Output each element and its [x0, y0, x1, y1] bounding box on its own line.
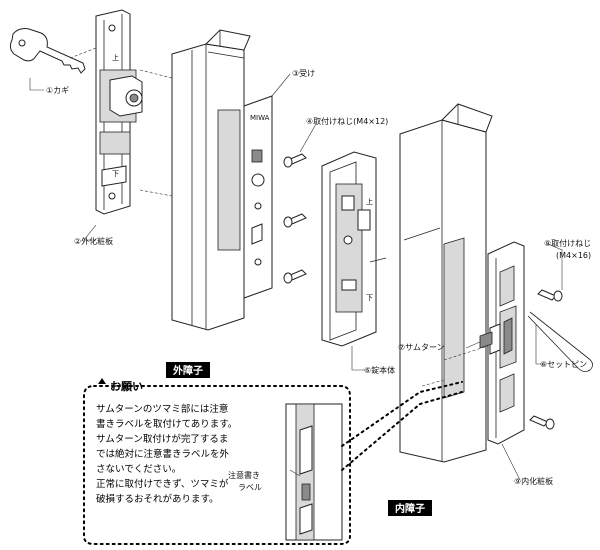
mark-up-lock: 上	[366, 197, 373, 206]
screw-m4x16-leader	[547, 243, 563, 290]
label-screw-m4x16-b: (M4×16)	[556, 251, 591, 260]
mark-down-outer: 下	[112, 170, 119, 178]
label-set-pin: ⑥セットピン	[540, 360, 587, 369]
inner-stile	[399, 103, 493, 463]
tag-outer: 外障子	[166, 362, 210, 378]
outer-plate-leader	[83, 224, 97, 241]
inner-plate-leader	[501, 443, 521, 481]
key-leader	[29, 78, 44, 91]
label-screw-m4x16-a: ⑧取付けねじ	[544, 238, 591, 248]
mark-up-outer: 上	[112, 53, 119, 62]
inner-plate	[487, 241, 525, 445]
strike-plate: MIWA	[243, 95, 273, 299]
notice-line-0: サムターンのツマミ部には注意	[96, 403, 228, 415]
caution-label-leader	[289, 469, 301, 477]
label-inner-plate: ⑨内化粧板	[514, 476, 553, 486]
label-caution-b: ラベル	[238, 483, 262, 492]
tag-outer-text: 外障子	[172, 364, 203, 377]
label-thumb-turn: ⑦サムターン	[398, 343, 445, 352]
label-lock-body: ⑤錠本体	[364, 365, 395, 375]
screw-leader	[299, 123, 317, 153]
tag-inner: 内障子	[388, 500, 432, 516]
key	[9, 28, 86, 74]
thumb-turn-leader	[465, 341, 481, 349]
notice-callout	[341, 381, 463, 447]
label-outer-plate: ②外化粧板	[74, 236, 113, 246]
screws-m4x12	[283, 153, 307, 284]
outer-stile	[171, 29, 251, 331]
notice-title: お願い	[110, 380, 143, 393]
brand-mark: MIWA	[250, 114, 270, 122]
label-screw-m4x12: ④取付けねじ(M4×12)	[306, 116, 388, 126]
notice-line-1: 書きラベルを取付けてあります。	[96, 418, 237, 430]
screws-m4x16	[529, 289, 563, 430]
label-caution-a: 注意書き	[228, 470, 260, 480]
strike-leader	[271, 73, 291, 97]
lock-body: 上 下	[321, 151, 387, 347]
notice-callout-2	[341, 391, 463, 471]
tag-inner-text: 内障子	[395, 502, 425, 515]
notice-line-5: 正常に取付けできず、ツマミが	[96, 478, 229, 490]
label-key: ①カギ	[46, 86, 69, 95]
notice-box: お願い サムターンのツマミ部には注意 書きラベルを取付けてあります。 サムターン…	[83, 378, 351, 545]
notice-line-4: さないでください。	[96, 464, 181, 475]
thumb-turn	[479, 323, 501, 355]
mark-down-lock: 下	[366, 294, 373, 302]
outer-plate: 下 上	[95, 9, 143, 215]
lock-body-leader	[351, 346, 368, 371]
notice-line-3: では絶対に注意書きラベルを外	[96, 448, 230, 460]
notice-detail	[285, 403, 343, 541]
notice-line-2: サムターン取付けが完了するま	[96, 433, 228, 445]
notice-line-6: 破損するおそれがあります。	[96, 493, 219, 505]
set-pin-leader	[535, 324, 546, 365]
label-strike: ③受け	[292, 68, 315, 78]
set-pin	[527, 311, 593, 372]
